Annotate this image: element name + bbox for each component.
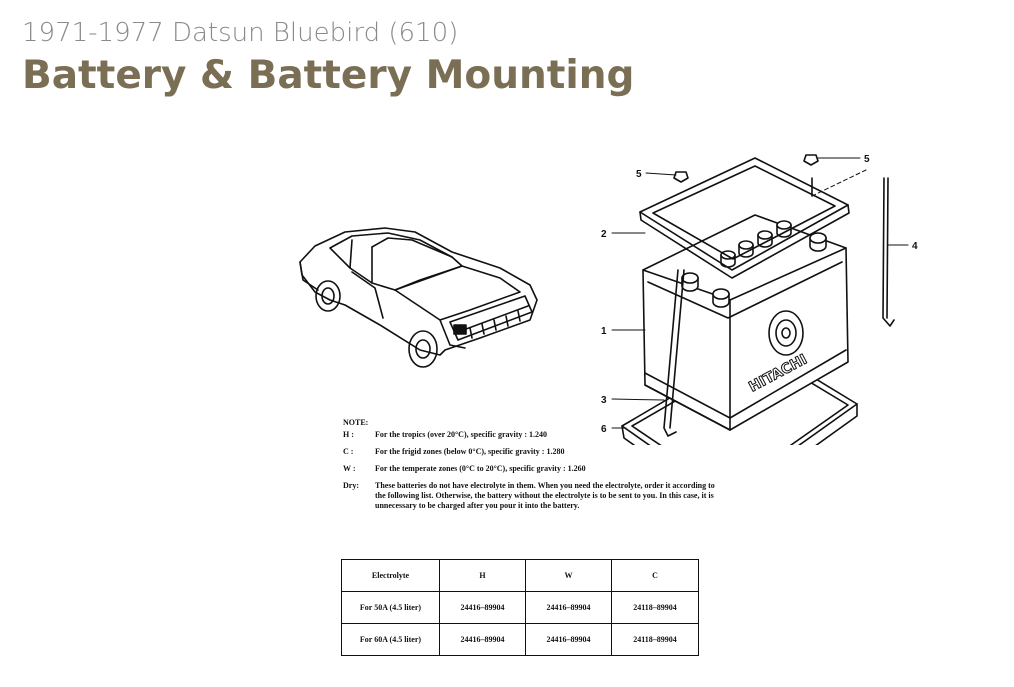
hold-down-rods	[663, 177, 895, 437]
note-text: For the frigid zones (below 0°C), specif…	[375, 447, 565, 456]
wing-nuts	[673, 154, 819, 183]
note-code: W :	[343, 464, 356, 473]
table-row: For 50A (4.5 liter) 24416–89904 24416–89…	[341, 591, 699, 624]
table-header-cell: H	[439, 559, 526, 592]
car-illustration	[299, 227, 538, 368]
battery-diagram: HITACHI	[299, 154, 918, 445]
callout-3: 3	[601, 395, 607, 406]
callout-6: 6	[601, 424, 607, 435]
table-cell: 24416–89904	[439, 591, 526, 624]
note-item: H : For the tropics (over 20°C), specifi…	[343, 430, 723, 440]
note-code: C :	[343, 447, 354, 456]
electrolyte-table: Electrolyte H W C For 50A (4.5 liter) 24…	[341, 559, 699, 656]
battery-frame	[639, 157, 850, 279]
note-code: H :	[343, 430, 354, 439]
note-item: Dry: These batteries do not have electro…	[343, 481, 723, 511]
note-code: Dry:	[343, 481, 359, 490]
table-row: For 60A (4.5 liter) 24416–89904 24416–89…	[341, 623, 699, 656]
page-subtitle: 1971-1977 Datsun Bluebird (610)	[22, 18, 459, 48]
note-block: NOTE: H : For the tropics (over 20°C), s…	[343, 418, 723, 518]
table-cell: 24416–89904	[439, 623, 526, 656]
callout-5b: 5	[864, 154, 870, 165]
note-item: C : For the frigid zones (below 0°C), sp…	[343, 447, 723, 457]
note-item: W : For the temperate zones (0°C to 20°C…	[343, 464, 723, 474]
table-cell: 24118–89904	[611, 591, 699, 624]
table-header-cell: W	[525, 559, 612, 592]
table-header-row: Electrolyte H W C	[341, 559, 699, 592]
callout-4: 4	[912, 241, 918, 252]
note-text: These batteries do not have electrolyte …	[375, 481, 715, 510]
table-cell: For 50A (4.5 liter)	[341, 591, 440, 624]
callout-5a: 5	[636, 169, 642, 180]
table-header-cell: C	[611, 559, 699, 592]
table-cell: 24118–89904	[611, 623, 699, 656]
battery-body: HITACHI	[642, 214, 849, 431]
callout-1: 1	[601, 326, 607, 337]
table-cell: 24416–89904	[525, 623, 612, 656]
note-text: For the temperate zones (0°C to 20°C), s…	[375, 464, 586, 473]
callout-2: 2	[601, 229, 607, 240]
page-title: Battery & Battery Mounting	[22, 53, 635, 98]
note-heading: NOTE:	[343, 418, 369, 427]
note-text: For the tropics (over 20°C), specific gr…	[375, 430, 548, 439]
table-cell: For 60A (4.5 liter)	[341, 623, 440, 656]
table-cell: 24416–89904	[525, 591, 612, 624]
table-header-cell: Electrolyte	[341, 559, 440, 592]
